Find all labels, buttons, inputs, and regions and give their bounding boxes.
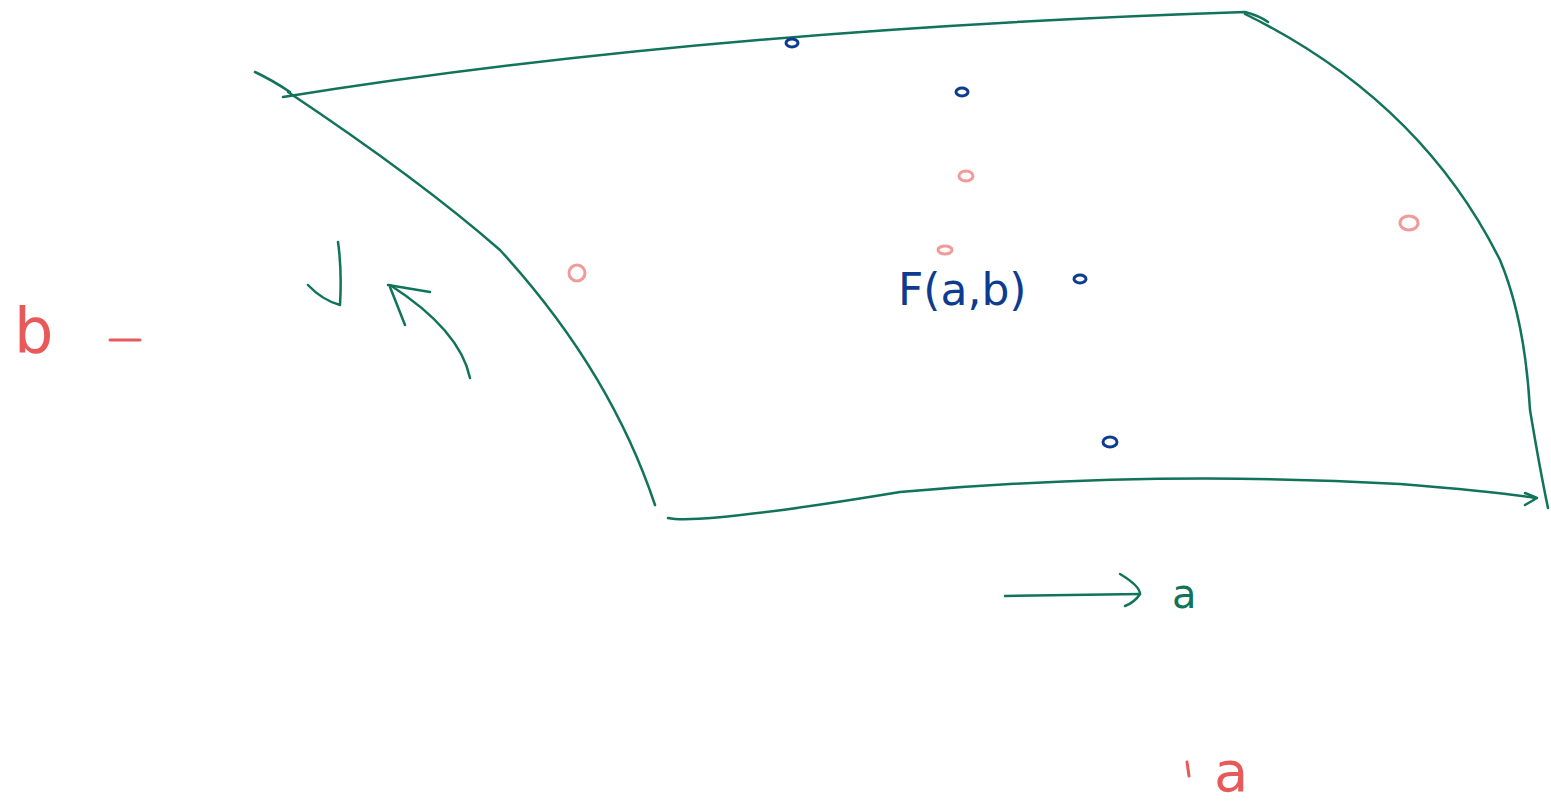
data-point	[1400, 216, 1418, 230]
surface-edge	[1245, 14, 1548, 508]
axis-tick	[1187, 762, 1189, 776]
data-point	[1074, 275, 1086, 283]
data-point	[959, 171, 973, 181]
axis-label: b	[14, 300, 53, 362]
data-point	[569, 265, 585, 281]
arrow-head	[388, 285, 430, 325]
function-label: F(a,b)	[898, 268, 1027, 312]
data-point	[786, 39, 798, 47]
curve-mark	[308, 242, 341, 305]
surface-edge	[668, 479, 1535, 520]
data-point	[1103, 437, 1117, 447]
axis-arrow	[1005, 594, 1140, 596]
axis-label: a	[1172, 574, 1197, 614]
axis-label: a	[1214, 744, 1248, 800]
axis-tick	[110, 339, 140, 342]
data-point	[938, 246, 952, 254]
arrow-head	[1120, 574, 1140, 606]
surface-edge	[283, 12, 1268, 97]
arrow-head	[1525, 493, 1537, 505]
curved-arrow	[390, 285, 470, 378]
surface-edge	[288, 92, 655, 505]
data-point	[956, 88, 968, 96]
surface-edge	[255, 72, 290, 92]
